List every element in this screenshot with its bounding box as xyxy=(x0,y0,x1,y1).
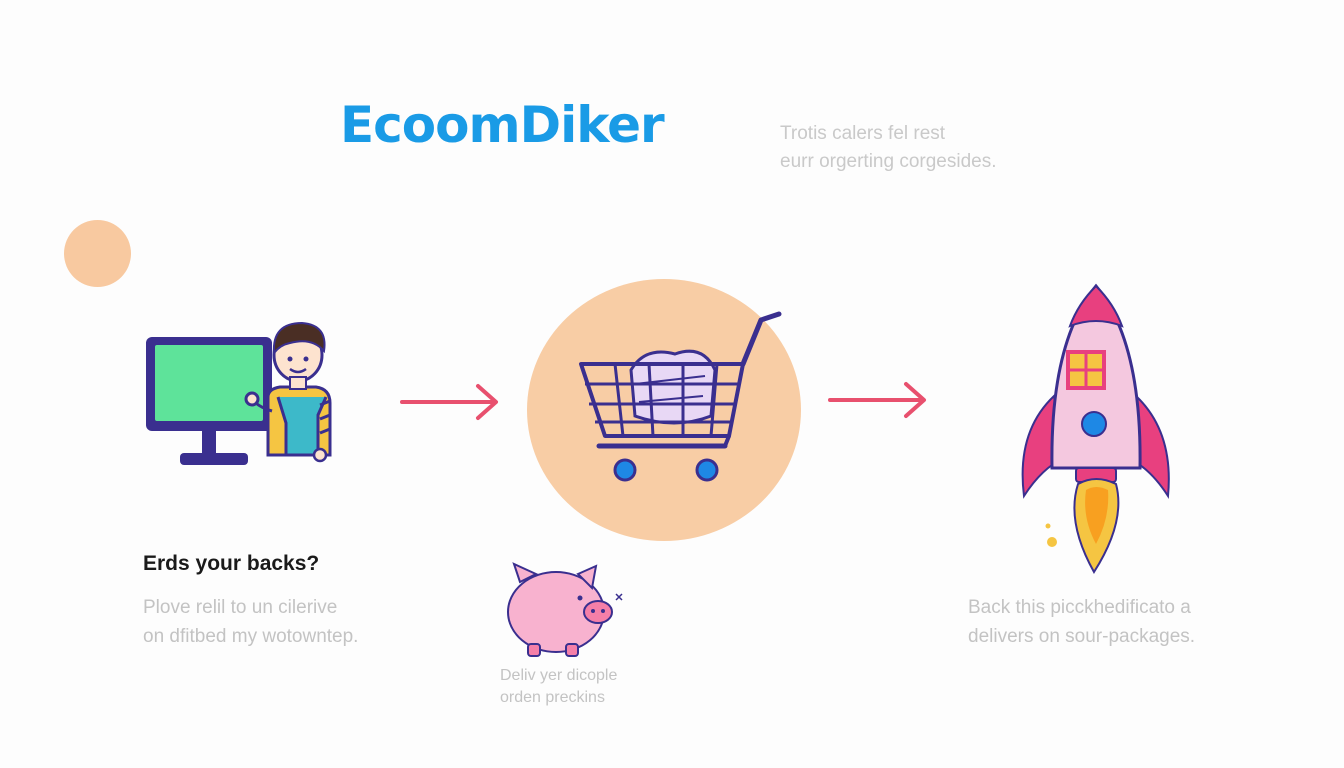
rocket-illustration xyxy=(1021,283,1170,574)
step-heading: Erds your backs? xyxy=(143,552,320,575)
caption-line: orden preckins xyxy=(500,689,605,706)
caption-line: Back this picckhedificato a xyxy=(968,597,1191,618)
tagline-line-2: eurr orgerting corgesides. xyxy=(780,151,997,172)
step-left-caption: Plove relil to un cilerive on dfitbed my… xyxy=(143,593,358,651)
arrow-right-icon xyxy=(828,382,926,418)
caption-line: delivers on sour-packages. xyxy=(968,626,1196,647)
brand-logo: EcoomDiker xyxy=(340,96,665,154)
computer-person-illustration xyxy=(146,321,332,465)
caption-line: on dfitbed my wotowntep. xyxy=(143,626,359,647)
decorative-blob xyxy=(64,220,131,287)
step-right-caption: Back this picckhedificato a delivers on … xyxy=(968,593,1195,651)
arrow-right-icon xyxy=(400,384,498,420)
piggy-bank-icon xyxy=(507,562,623,657)
tagline: Trotis calers fel rest eurr orgerting co… xyxy=(780,120,997,176)
caption-line: Plove relil to un cilerive xyxy=(143,597,338,618)
caption-line: Deliv yer dicople xyxy=(500,667,618,684)
step-middle-caption: Deliv yer dicople orden preckins xyxy=(500,665,617,709)
shopping-cart-icon xyxy=(579,311,782,482)
tagline-line-1: Trotis calers fel rest xyxy=(780,123,946,144)
